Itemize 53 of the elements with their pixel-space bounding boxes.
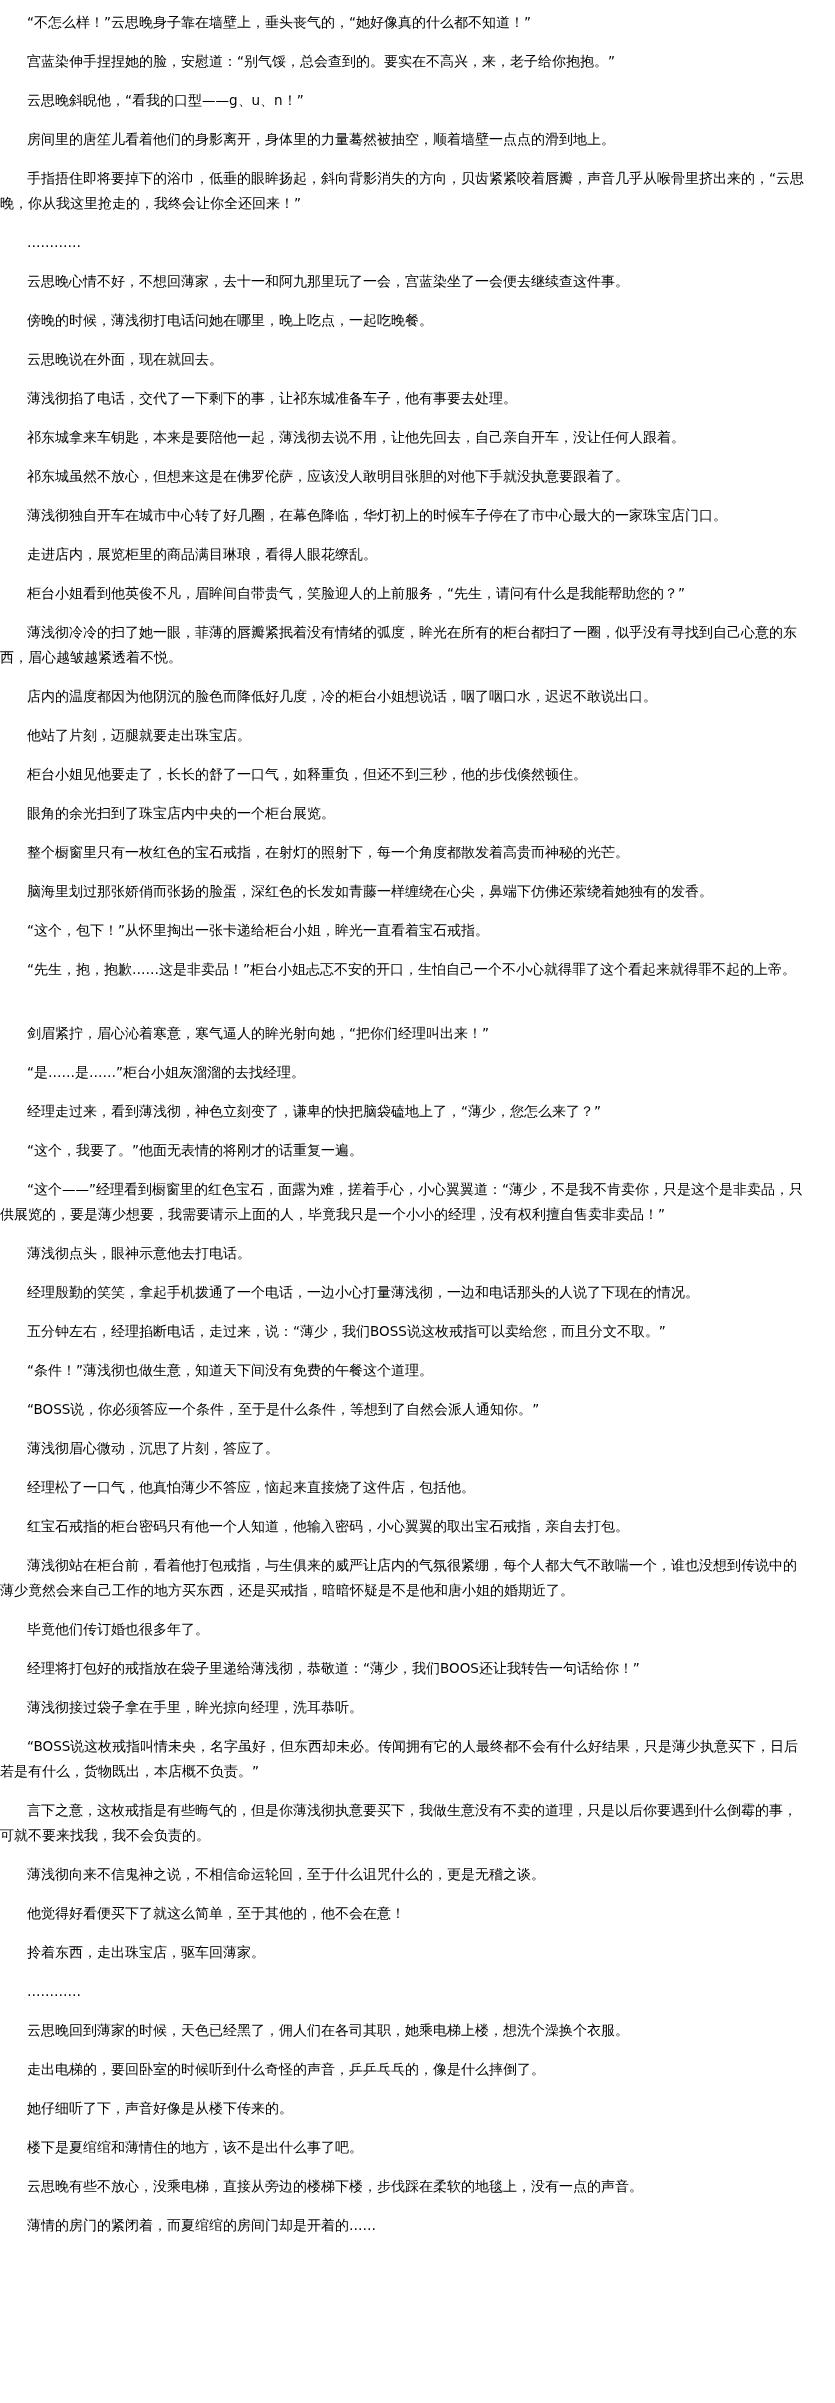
paragraph: 毕竟他们传订婚也很多年了。 [26,1620,210,1639]
paragraph: 剑眉紧拧，眉心沁着寒意，寒气逼人的眸光射向她，“把你们经理叫出来！” [26,1024,490,1043]
paragraph: “这个，包下！”从怀里掏出一张卡递给柜台小姐，眸光一直看着宝石戒指。 [26,921,490,940]
paragraph: 房间里的唐笙儿看着他们的身影离开，身体里的力量蓦然被抽空，顺着墙壁一点点的滑到地上。 [26,130,616,149]
paragraph: 云思晚心情不好，不想回薄家，去十一和阿九那里玩了一会，宫蓝染坐了一会便去继续查这件事。 [26,272,630,291]
paragraph: “是……是……”柜台小姐灰溜溜的去找经理。 [26,1063,306,1082]
paragraph: 祁东城拿来车钥匙，本来是要陪他一起，薄浅彻去说不用，让他先回去，自己亲自开车，没让任何人跟着。 [26,428,686,447]
paragraph: 云思晚说在外面，现在就回去。 [26,350,224,369]
paragraph: 柜台小姐见他要走了，长长的舒了一口气，如释重负，但还不到三秒，他的步伐倏然顿住。 [26,765,588,784]
paragraph: 薄情的房门的紧闭着，而夏绾绾的房间门却是开着的…… [26,2216,377,2235]
paragraph: 他觉得好看便买下了就这么简单，至于其他的，他不会在意！ [26,1904,406,1923]
paragraph: 祁东城虽然不放心，但想来这是在佛罗伦萨，应该没人敢明目张胆的对他下手就没执意要跟着了。 [26,467,630,486]
paragraph: 云思晚回到薄家的时候，天色已经黑了，佣人们在各司其职，她乘电梯上楼，想洗个澡换个衣服。 [26,2021,630,2040]
paragraph: 薄浅彻眉心微动，沉思了片刻，答应了。 [26,1439,280,1458]
paragraph: 眼角的余光扫到了珠宝店内中央的一个柜台展览。 [26,804,336,823]
paragraph: “BOSS说这枚戒指叫情未央，名字虽好，但东西却未必。传闻拥有它的人最终都不会有什么好结果，只是薄少执意买下，日后若是有什么，货物既出，本店概不负责。” [0,1737,800,1781]
paragraph: 走进店内，展览柜里的商品满目琳琅，看得人眼花缭乱。 [26,545,378,564]
paragraph: 薄浅彻站在柜台前，看着他打包戒指，与生俱来的威严让店内的气氛很紧绷，每个人都大气不敢喘一个，谁也没想到传说中的薄少竟然会来自己工作的地方买东西，还是买戒指，暗暗怀疑是不是他和唐小姐的婚期近了。 [0,1556,798,1600]
paragraph: 薄浅彻向来不信鬼神之说，不相信命运轮回，至于什么诅咒什么的，更是无稽之谈。 [26,1865,546,1884]
paragraph: 走出电梯的，要回卧室的时候听到什么奇怪的声音，乒乒乓乓的，像是什么摔倒了。 [26,2060,546,2079]
paragraph: 经理殷勤的笑笑，拿起手机拨通了一个电话，一边小心打量薄浅彻，一边和电话那头的人说了下现在的情况。 [26,1283,700,1302]
paragraph: 红宝石戒指的柜台密码只有他一个人知道，他输入密码，小心翼翼的取出宝石戒指，亲自去打包。 [26,1517,630,1536]
paragraph: ………… [26,233,82,252]
paragraph: 薄浅彻独自开车在城市中心转了好几圈，在幕色降临，华灯初上的时候车子停在了市中心最大的一家珠宝店门口。 [26,506,728,525]
paragraph: 经理将打包好的戒指放在袋子里递给薄浅彻，恭敬道：“薄少，我们BOOS还让我转告一句话给你！” [26,1659,641,1678]
paragraph: 薄浅彻冷冷的扫了她一眼，菲薄的唇瓣紧抿着没有情绪的弧度，眸光在所有的柜台都扫了一圈，似乎没有寻找到自己心意的东西，眉心越皱越紧透着不悦。 [0,623,798,667]
paragraph: 她仔细听了下，声音好像是从楼下传来的。 [26,2099,294,2118]
paragraph: 拎着东西，走出珠宝店，驱车回薄家。 [26,1943,266,1962]
paragraph: “条件！”薄浅彻也做生意，知道天下间没有免费的午餐这个道理。 [26,1361,434,1380]
paragraph: 云思晚斜睨他，“看我的口型——g、u、n！” [26,91,305,110]
paragraph: 手指捂住即将要掉下的浴巾，低垂的眼眸扬起，斜向背影消失的方向，贝齿紧紧咬着唇瓣，声音几乎从喉骨里挤出来的，“云思晚，你从我这里抢走的，我终会让你全还回来！” [0,169,805,213]
paragraph: “先生，抱，抱歉……这是非卖品！”柜台小姐忐忑不安的开口，生怕自己一个不小心就得罪了这个看起来就得罪不起的上帝。 [26,960,797,979]
paragraph: 经理松了一口气，他真怕薄少不答应，恼起来直接烧了这件店，包括他。 [26,1478,476,1497]
paragraph: 整个橱窗里只有一枚红色的宝石戒指，在射灯的照射下，每一个角度都散发着高贵而神秘的光芒。 [26,843,630,862]
paragraph: 言下之意，这枚戒指是有些晦气的，但是你薄浅彻执意要买下，我做生意没有不卖的道理，只是以后你要遇到什么倒霉的事，可就不要来找我，我不会负责的。 [0,1801,798,1845]
paragraph: 薄浅彻点头，眼神示意他去打电话。 [26,1244,252,1263]
paragraph: 店内的温度都因为他阴沉的脸色而降低好几度，冷的柜台小姐想说话，咽了咽口水，迟迟不敢说出口。 [26,687,658,706]
paragraph: 楼下是夏绾绾和薄情住的地方，该不是出什么事了吧。 [26,2138,364,2157]
paragraph: ………… [26,1982,82,2001]
paragraph: “这个，我要了。”他面无表情的将刚才的话重复一遍。 [26,1141,364,1160]
paragraph: 薄浅彻接过袋子拿在手里，眸光掠向经理，洗耳恭听。 [26,1698,364,1717]
paragraph: 五分钟左右，经理掐断电话，走过来，说：“薄少，我们BOSS说这枚戒指可以卖给您，而且分文不取。” [26,1322,667,1341]
paragraph: 云思晚有些不放心，没乘电梯，直接从旁边的楼梯下楼，步伐踩在柔软的地毯上，没有一点的声音。 [26,2177,644,2196]
paragraph: “BOSS说，你必须答应一个条件，至于是什么条件，等想到了自然会派人通知你。” [26,1400,541,1419]
paragraph: 经理走过来，看到薄浅彻，神色立刻变了，谦卑的快把脑袋磕地上了，“薄少，您怎么来了？” [26,1102,602,1121]
paragraph: 薄浅彻掐了电话，交代了一下剩下的事，让祁东城准备车子，他有事要去处理。 [26,389,518,408]
paragraph: “不怎么样！”云思晚身子靠在墙壁上，垂头丧气的，“她好像真的什么都不知道！” [26,13,532,32]
paragraph: 脑海里划过那张娇俏而张扬的脸蛋，深红色的长发如青藤一样缠绕在心尖，鼻端下仿佛还萦绕着她独有的发香。 [26,882,714,901]
paragraph: 他站了片刻，迈腿就要走出珠宝店。 [26,726,252,745]
paragraph: 宫蓝染伸手捏捏她的脸，安慰道：“别气馁，总会查到的。要实在不高兴，来，老子给你抱抱。” [26,52,616,71]
paragraph: “这个——”经理看到橱窗里的红色宝石，面露为难，搓着手心，小心翼翼道：“薄少，不是我不肯卖你，只是这个是非卖品，只供展览的，要是薄少想要，我需要请示上面的人，毕竟我只是一个小小的经理，没有权利擅自售卖非卖品！” [0,1180,804,1224]
paragraph: 柜台小姐看到他英俊不凡，眉眸间自带贵气，笑脸迎人的上前服务，“先生，请问有什么是我能帮助您的？” [26,584,686,603]
paragraph: 傍晚的时候，薄浅彻打电话问她在哪里，晚上吃点，一起吃晚餐。 [26,311,434,330]
